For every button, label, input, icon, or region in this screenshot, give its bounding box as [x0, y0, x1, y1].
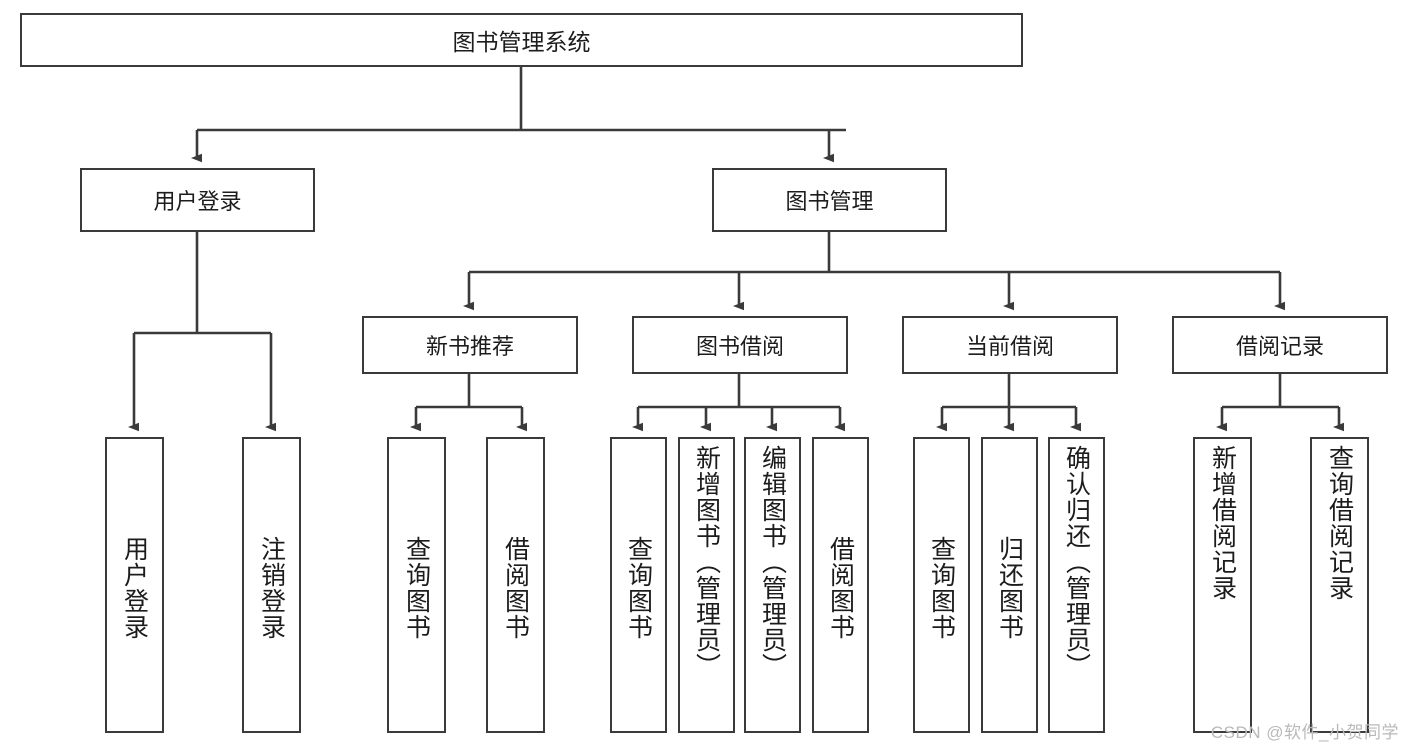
node-new-book-recommend[interactable]: 新书推荐: [362, 316, 578, 374]
leaf-add-book-admin-label: 新增图书（管理员）: [692, 445, 721, 679]
node-new-book-recommend-label: 新书推荐: [425, 334, 514, 359]
node-book-management[interactable]: 图书管理: [712, 168, 947, 232]
leaf-return-book-label: 归还图书: [995, 536, 1024, 640]
leaf-recommend-query-book-label: 查询图书: [402, 536, 431, 640]
node-current-borrow[interactable]: 当前借阅: [902, 316, 1118, 374]
leaf-recommend-borrow-book-label: 借阅图书: [501, 536, 530, 640]
node-current-borrow-label: 当前借阅: [965, 334, 1054, 359]
leaf-current-query-book-label: 查询图书: [927, 536, 956, 640]
leaf-query-borrow-record[interactable]: 查询借阅记录: [1310, 437, 1369, 733]
leaf-add-borrow-record-label: 新增借阅记录: [1208, 445, 1237, 601]
node-user-login[interactable]: 用户登录: [80, 168, 315, 232]
leaf-edit-book-admin[interactable]: 编辑图书（管理员）: [744, 437, 801, 733]
leaf-return-book[interactable]: 归还图书: [981, 437, 1038, 733]
leaf-confirm-return-admin[interactable]: 确认归还（管理员）: [1048, 437, 1105, 733]
leaf-borrow-book-label: 借阅图书: [826, 536, 855, 640]
leaf-recommend-query-book[interactable]: 查询图书: [387, 437, 446, 733]
node-book-borrow[interactable]: 图书借阅: [632, 316, 848, 374]
leaf-logout[interactable]: 注销登录: [242, 437, 301, 733]
leaf-edit-book-admin-label: 编辑图书（管理员）: [758, 445, 787, 679]
leaf-confirm-return-admin-label: 确认归还（管理员）: [1062, 445, 1091, 679]
leaf-user-login[interactable]: 用户登录: [105, 437, 164, 733]
node-borrow-record[interactable]: 借阅记录: [1172, 316, 1388, 374]
leaf-user-login-label: 用户登录: [120, 536, 149, 640]
node-book-management-label: 图书管理: [785, 189, 874, 214]
leaf-borrow-query-book[interactable]: 查询图书: [610, 437, 667, 733]
leaf-add-book-admin[interactable]: 新增图书（管理员）: [678, 437, 735, 733]
node-root[interactable]: 图书管理系统: [20, 13, 1023, 67]
node-book-borrow-label: 图书借阅: [695, 334, 784, 359]
leaf-logout-label: 注销登录: [257, 536, 286, 640]
csdn-watermark: CSDN @软件_小贺同学: [1210, 723, 1399, 742]
leaf-recommend-borrow-book[interactable]: 借阅图书: [486, 437, 545, 733]
leaf-borrow-book[interactable]: 借阅图书: [812, 437, 869, 733]
leaf-borrow-query-book-label: 查询图书: [624, 536, 653, 640]
leaf-query-borrow-record-label: 查询借阅记录: [1325, 445, 1354, 601]
node-borrow-record-label: 借阅记录: [1235, 334, 1324, 359]
leaf-current-query-book[interactable]: 查询图书: [913, 437, 970, 733]
node-root-label: 图书管理系统: [452, 29, 591, 55]
leaf-add-borrow-record[interactable]: 新增借阅记录: [1193, 437, 1252, 733]
node-user-login-label: 用户登录: [153, 189, 242, 214]
